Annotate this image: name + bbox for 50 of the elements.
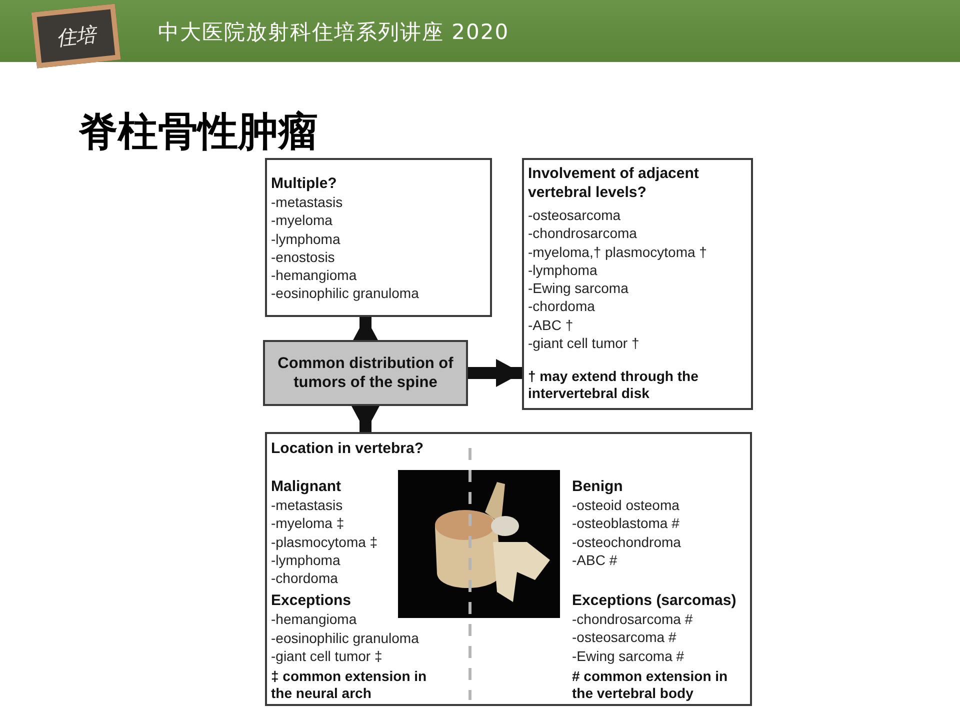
list-item: -chondrosarcoma # <box>572 610 694 628</box>
footnote: ‡ common extension in the neural arch <box>271 668 428 702</box>
list-item: -lymphoma <box>271 550 342 570</box>
list-item: -giant cell tumor † <box>528 334 640 352</box>
footnote: # common extension in the vertebral body <box>572 668 729 702</box>
criteria-box <box>265 432 752 706</box>
list-item: -eosinophilic granuloma <box>271 284 420 303</box>
list-item: -Ewing sarcoma # <box>572 646 686 666</box>
header-title: 中大医院放射科住培系列讲座 2020 <box>158 19 510 46</box>
list-item: -giant cell tumor ‡ <box>271 647 384 666</box>
list-item: -myeloma <box>271 211 334 230</box>
list-item: -osteosarcoma <box>528 206 622 224</box>
list-item: -lymphoma <box>528 260 598 280</box>
criteria-box <box>522 158 753 410</box>
list-item: -metastasis <box>271 496 344 514</box>
list-heading: Exceptions <box>271 591 352 610</box>
list-heading: Multiple? <box>271 174 338 193</box>
list-item: -plasmocytoma ‡ <box>271 532 379 551</box>
list-heading: Malignant <box>271 477 342 496</box>
arrow <box>468 359 522 387</box>
slide-title: 脊柱骨性肿瘤 <box>78 108 318 157</box>
list-item: -osteoblastoma # <box>572 514 680 533</box>
list-item: -chordoma <box>528 297 596 316</box>
list-item: -metastasis <box>271 193 344 212</box>
list-item: -Ewing sarcoma <box>528 279 630 298</box>
list-item: -lymphoma <box>271 230 342 248</box>
list-heading: Benign <box>572 477 624 496</box>
topic-box <box>263 340 468 406</box>
footnote: † may extend through the intervertebral disk <box>528 368 700 402</box>
list-item: -osteosarcoma # <box>572 628 678 647</box>
list-item: -eosinophilic granuloma <box>271 628 420 648</box>
topic-label: Common distribution of tumors of the spine <box>277 354 454 392</box>
list-heading: Location in vertebra? <box>271 439 425 458</box>
list-item: -myeloma,† plasmocytoma † <box>528 242 708 261</box>
arrow <box>352 406 380 432</box>
list-item: -ABC † <box>528 316 574 334</box>
list-heading: Involvement of adjacent vertebral levels? <box>528 164 700 202</box>
list-item: -myeloma ‡ <box>271 514 346 533</box>
sign-text: 住培 <box>54 20 98 52</box>
list-item: -chondrosarcoma <box>528 224 638 243</box>
list-item: -ABC # <box>572 550 618 570</box>
list-item: -osteochondroma <box>572 532 682 551</box>
list-item: -hemangioma <box>271 610 358 629</box>
list-item: -hemangioma <box>271 266 358 284</box>
list-heading: Exceptions (sarcomas) <box>572 591 738 610</box>
list-item: -enostosis <box>271 248 336 266</box>
criteria-box <box>265 158 492 317</box>
arrow <box>352 317 380 343</box>
list-item: -chordoma <box>271 569 339 588</box>
list-item: -osteoid osteoma <box>572 496 680 514</box>
